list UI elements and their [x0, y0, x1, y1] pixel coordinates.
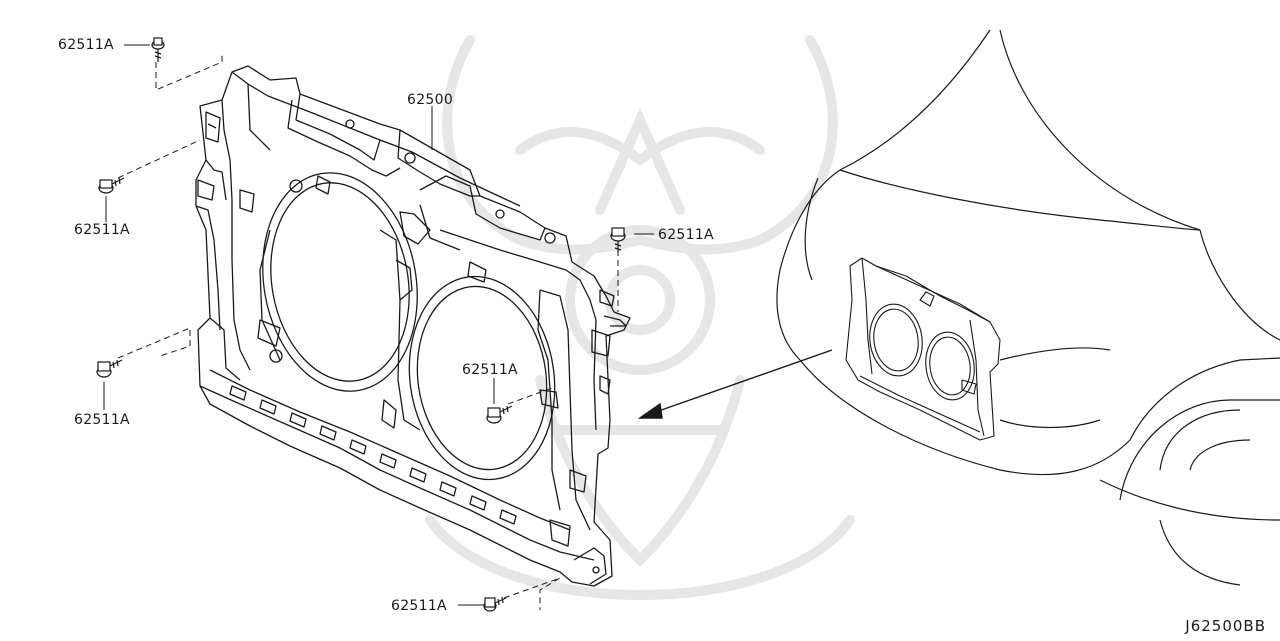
bolt-icon-right-upper: [610, 227, 626, 252]
radiator-core-support: [195, 65, 631, 587]
core-support-installed: [845, 257, 1001, 441]
vehicle-front-view: [776, 29, 1280, 586]
diagram-code: J62500BB: [1185, 617, 1266, 635]
leader-lines: [103, 44, 654, 606]
bolt-icon-center: [486, 405, 513, 424]
label-bolt-left-lower: 62511A: [74, 412, 130, 428]
bolt-icon-top-left: [151, 37, 165, 62]
label-bolt-right-upper: 62511A: [658, 227, 714, 243]
watermark-emblem: [425, 35, 855, 600]
label-bolt-top-left: 62511A: [58, 37, 114, 53]
bolt-icon-left-upper: [98, 177, 125, 194]
label-radiator-core-support: 62500: [407, 92, 454, 108]
bolt-icons: [96, 37, 626, 612]
bolt-icon-bottom: [483, 596, 507, 612]
dashed-guides: [117, 54, 619, 610]
bolt-icon-left-lower: [96, 359, 123, 378]
bottom-rail-slots: [229, 385, 517, 525]
label-bolt-left-upper: 62511A: [74, 222, 130, 238]
label-bolt-bottom: 62511A: [391, 598, 447, 614]
label-bolt-center: 62511A: [462, 362, 518, 378]
reference-arrow: [637, 349, 833, 419]
